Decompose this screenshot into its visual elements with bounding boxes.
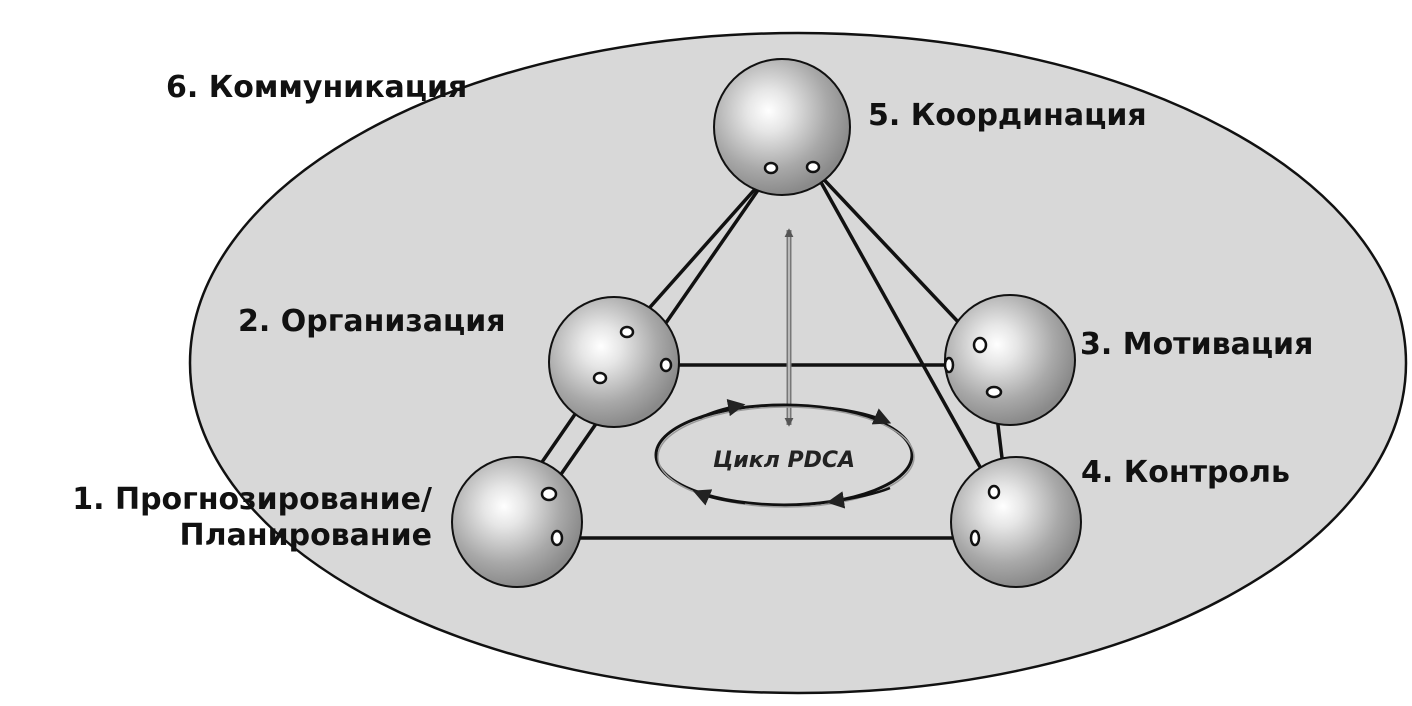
label-organization: 2. Организация [238, 304, 506, 339]
pdca-arrow-top-left [699, 398, 746, 420]
line-coordination-motivation [811, 166, 980, 345]
pdca-arrow-bottom-left [692, 489, 746, 506]
pdca-label: Цикл PDCA [712, 448, 856, 473]
line-coordination-organization [626, 168, 774, 334]
sphere-coordination [713, 58, 851, 196]
sphere-control [950, 456, 1082, 588]
pdca-cycle [654, 398, 915, 509]
pdca-arrow-top-right [829, 406, 892, 425]
sphere-planning [451, 456, 583, 588]
sphere-motivation [943, 294, 1076, 426]
label-control: 4. Контроль [1081, 455, 1290, 490]
label-planning-line2: Планирование [179, 518, 432, 553]
label-motivation: 3. Мотивация [1080, 327, 1314, 362]
pdca-arrow-bottom-right [826, 486, 891, 509]
label-planning-line1: 1. Прогнозирование/ [72, 482, 432, 517]
label-planning: 1. Прогнозирование/ Планирование [0, 482, 432, 554]
label-communication: 6. Коммуникация [166, 70, 468, 105]
label-coordination: 5. Координация [868, 98, 1147, 133]
sphere-organization [548, 296, 680, 428]
line-coordination-control [811, 167, 996, 493]
